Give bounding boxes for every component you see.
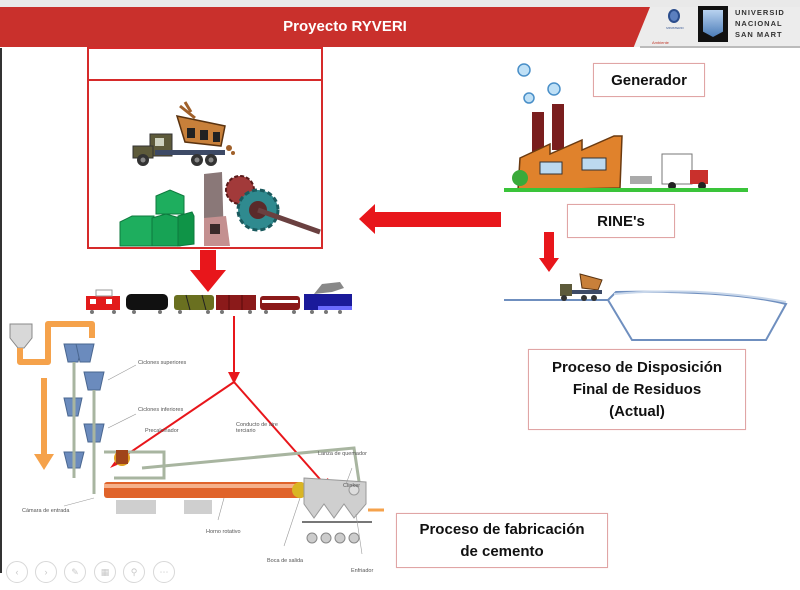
label-cooler: Enfriador: [351, 568, 374, 574]
generator-label: Generador: [611, 71, 687, 89]
header-top-strip: [0, 0, 800, 7]
factory-illustration: [504, 63, 748, 192]
label-lower-cyclones: Ciclones inferiores: [138, 407, 184, 413]
rines-label: RINE's: [597, 212, 645, 230]
arrow-to-disposal: [539, 232, 559, 272]
disposal-label-line: Final de Residuos: [572, 380, 702, 398]
more-options-button[interactable]: ⋯: [153, 561, 175, 583]
truck-cab: [132, 133, 225, 159]
crusher-machine-illustration: [204, 172, 321, 246]
zoom-icon: ⚲: [130, 567, 138, 577]
previous-slide-button[interactable]: ‹: [6, 561, 28, 583]
smoke-bubbles: [517, 63, 561, 104]
university-logo-text: UNIVERSID NACIONAL SAN MART: [735, 8, 785, 39]
train-illustration: [86, 282, 352, 314]
small-dump-truck: [560, 273, 603, 301]
label-entry-chamber: Cámara de entrada: [22, 508, 70, 514]
label-burner-lance: Lanza de quemador: [318, 451, 367, 457]
ministry-logo-text: MINISTERIO: [666, 26, 684, 30]
logo-area: MINISTERIO Ambiente UNIVERSID NACIONAL S…: [650, 4, 800, 46]
label-clinker: Clinker: [343, 483, 361, 489]
label-rotary-kiln: Horno rotativo: [206, 529, 241, 535]
feed-hopper: [9, 323, 33, 349]
landfill-illustration: [504, 273, 788, 341]
kiln-supports: [116, 500, 212, 514]
previous-icon: ‹: [15, 567, 19, 577]
cyclones: [63, 343, 105, 469]
disposal-label-line: Proceso de Disposición: [551, 358, 723, 376]
source-box-divider: [89, 79, 321, 81]
cement-process-label-box: Proceso de fabricación de cemento: [396, 513, 608, 568]
orange-feed-flow: [17, 321, 95, 456]
zoom-button[interactable]: ⚲: [123, 561, 145, 583]
header-band: [0, 7, 650, 47]
page-title: Proyecto RYVERI: [283, 18, 407, 35]
callout-lines: [63, 364, 363, 555]
dump-truck-illustration: [132, 101, 235, 166]
slides-icon: ▦: [100, 567, 110, 577]
label-precalciner: Precalcinador: [145, 428, 179, 434]
cement-label-line: de cemento: [460, 542, 544, 560]
cement-plant-diagram: [9, 321, 384, 555]
truck-bed: [175, 101, 235, 155]
cooler: [303, 477, 367, 519]
pen-button[interactable]: ✎: [64, 561, 86, 583]
slides-button[interactable]: ▦: [94, 561, 116, 583]
ministry-emblem-icon: [668, 9, 680, 23]
label-upper-cyclones: Ciclones superiores: [138, 360, 187, 366]
next-icon: ›: [44, 567, 48, 577]
rotary-kiln: [104, 482, 308, 498]
label-outlet-mouth: Boca de salida: [267, 558, 304, 564]
arrow-source-to-train: [190, 250, 226, 292]
arrow-rines-to-source: [359, 204, 501, 234]
cement-label-line: Proceso de fabricación: [419, 520, 585, 538]
disposal-process-label-box: Proceso de Disposición Final de Residuos…: [528, 349, 746, 430]
precalciner-flame: [114, 450, 130, 466]
pen-icon: ✎: [71, 567, 79, 577]
header-underline: [640, 46, 800, 48]
more-icon: ⋯: [159, 567, 169, 577]
disposal-label-line: (Actual): [609, 402, 665, 420]
ministry-logo: MINISTERIO: [660, 6, 690, 38]
university-shield-icon: [698, 6, 728, 42]
rines-label-box: RINE's: [567, 204, 675, 238]
ministry-subtext: Ambiente: [652, 40, 669, 45]
generator-label-box: Generador: [593, 63, 705, 97]
label-tertiary-air-duct: Conducto de aire terciario: [236, 422, 278, 434]
next-slide-button[interactable]: ›: [35, 561, 57, 583]
material-source-box: [87, 47, 323, 249]
green-blocks-illustration: [119, 189, 195, 247]
slide-left-edge: [0, 48, 2, 573]
